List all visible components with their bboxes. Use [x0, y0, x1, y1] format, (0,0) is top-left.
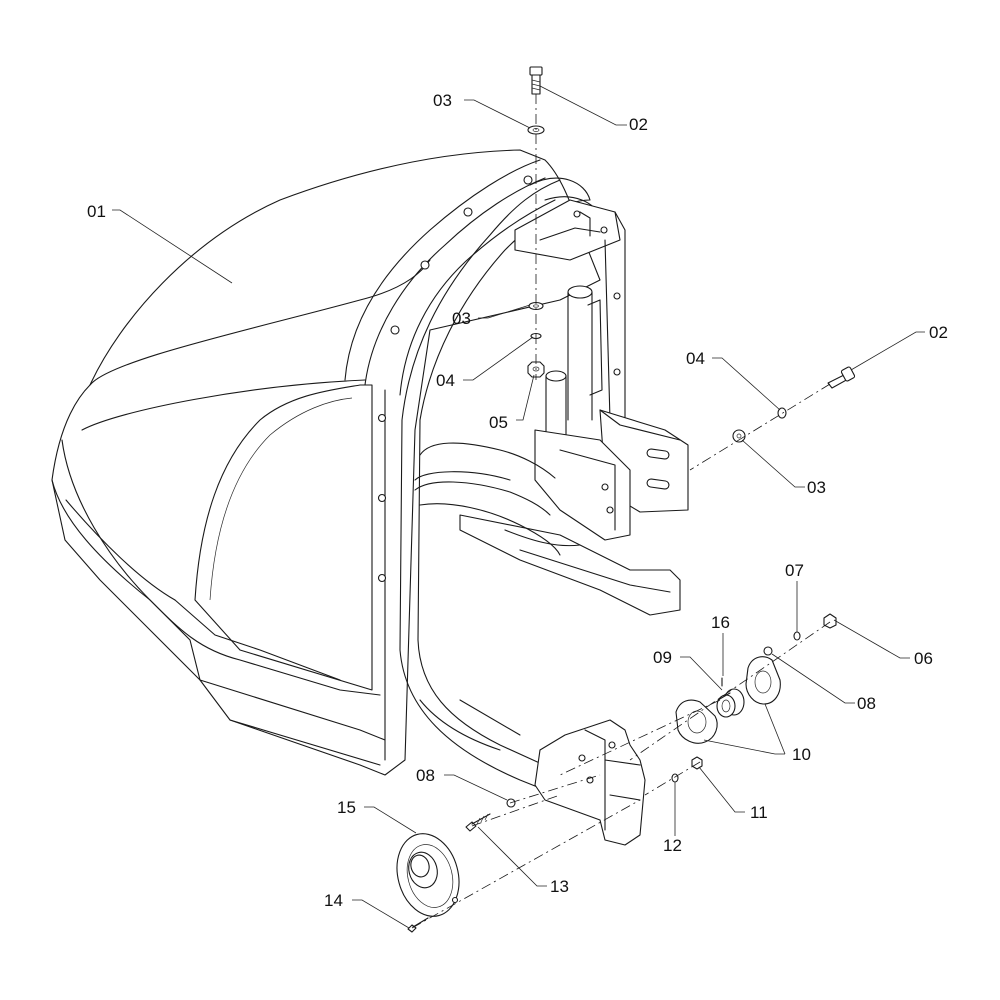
callout-leaders [112, 85, 925, 929]
callout-01: 01 [87, 202, 106, 221]
leader-01 [112, 209, 233, 284]
callout-16: 16 [711, 613, 730, 632]
hinge-bracket-drawing [534, 719, 646, 846]
callout-08-lower: 08 [416, 766, 435, 785]
callout-03-mid: 03 [452, 309, 471, 328]
callout-labels: 01 02 03 03 04 05 02 04 03 07 16 06 09 0… [87, 91, 948, 910]
leader-02-top [539, 85, 627, 126]
callout-09: 09 [653, 648, 672, 667]
leader-10a [703, 739, 785, 755]
leader-15 [364, 806, 417, 834]
leader-08-right [771, 653, 855, 704]
callout-06: 06 [914, 649, 933, 668]
leader-03-mid [478, 304, 531, 319]
leader-11 [698, 766, 745, 813]
callout-14: 14 [324, 891, 343, 910]
callout-15: 15 [337, 798, 356, 817]
callout-03-right: 03 [807, 478, 826, 497]
callout-02-right: 02 [929, 323, 948, 342]
assembly-centerlines [411, 94, 831, 929]
leader-09 [680, 656, 723, 691]
leader-03-top [464, 99, 531, 129]
callout-04-top: 04 [436, 371, 455, 390]
leader-14 [352, 899, 410, 929]
callout-05: 05 [489, 413, 508, 432]
callout-07: 07 [785, 561, 804, 580]
callout-02-top: 02 [629, 115, 648, 134]
callout-04-right: 04 [686, 349, 705, 368]
callout-11: 11 [750, 803, 768, 822]
leader-04-right [712, 357, 781, 411]
callout-03-top: 03 [433, 91, 452, 110]
leader-02-right [850, 331, 925, 371]
leader-04-top [463, 336, 534, 381]
leader-05 [516, 374, 535, 421]
callout-10: 10 [792, 745, 811, 764]
seat-bracket-drawing [414, 199, 689, 616]
leader-06 [833, 619, 910, 659]
leader-10b [764, 703, 786, 755]
callout-13: 13 [550, 877, 569, 896]
callout-12: 12 [663, 836, 682, 855]
leader-13 [477, 826, 547, 887]
leader-03-right [741, 439, 805, 488]
leader-08-lower [444, 774, 508, 801]
hardware-drawing [396, 66, 856, 933]
callout-08-right: 08 [857, 694, 876, 713]
